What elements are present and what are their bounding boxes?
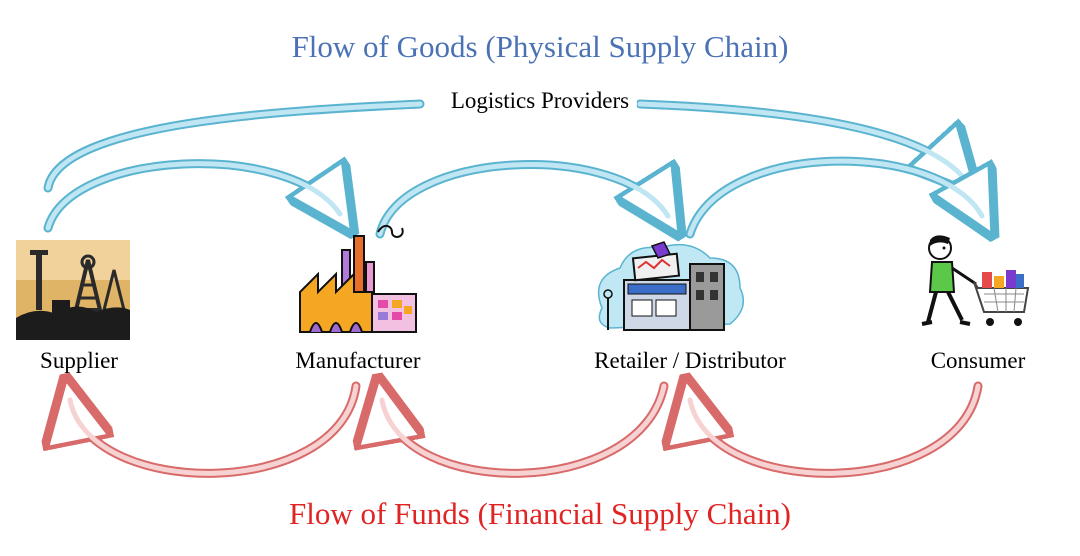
flow-of-funds-title: Flow of Funds (Financial Supply Chain) — [288, 496, 792, 531]
goods-arrow-manufacturer-retailer — [375, 165, 668, 234]
funds-arrow-retailer-manufacturer — [382, 386, 669, 478]
funds-arrow-manufacturer-supplier — [70, 386, 361, 478]
flow-of-goods-title: Flow of Goods (Physical Supply Chain) — [291, 29, 789, 64]
factory-icon — [299, 225, 417, 333]
mine-headframe-icon — [16, 240, 130, 340]
funds-arrow-consumer-retailer — [690, 386, 983, 478]
node-label-retailer-distributor: Retailer / Distributor — [594, 348, 786, 373]
node-label-supplier: Supplier — [40, 348, 118, 373]
funds-arrows — [70, 386, 983, 478]
node-label-consumer: Consumer — [930, 348, 1026, 373]
node-label-manufacturer: Manufacturer — [295, 348, 421, 373]
goods-arrow-retailer-consumer — [685, 156, 982, 234]
goods-arrows — [43, 99, 982, 234]
logistics-providers-label: Logistics Providers — [442, 88, 638, 114]
store-icon — [597, 241, 745, 331]
shopper-with-cart-icon — [921, 235, 1030, 326]
goods-arrow-supplier-manufacturer — [43, 164, 340, 228]
